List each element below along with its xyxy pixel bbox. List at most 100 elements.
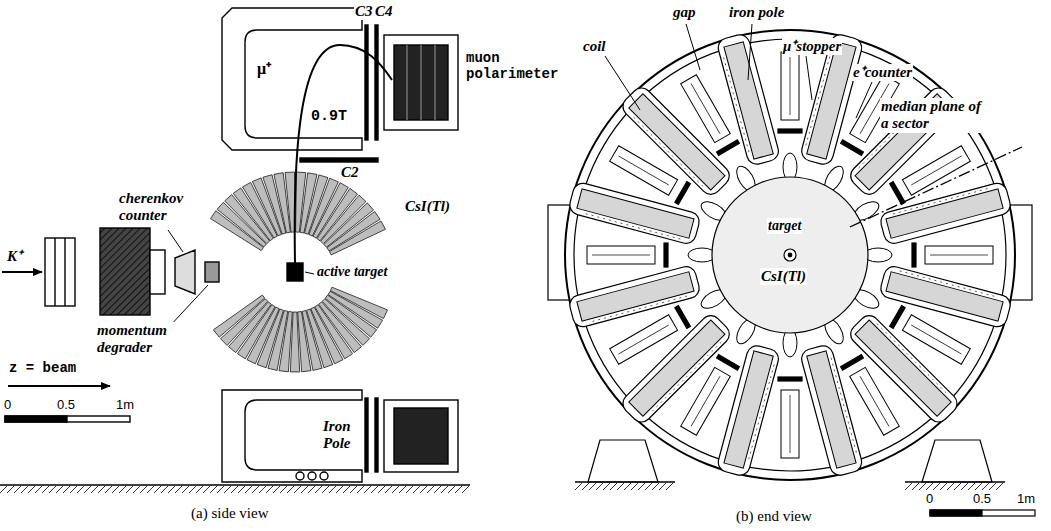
- hatch-stroke: [954, 483, 961, 490]
- part-label: gap: [672, 4, 697, 21]
- hatch-stroke: [336, 486, 343, 493]
- hatch-stroke: [161, 486, 168, 493]
- part-label: CsI(Tl): [760, 268, 807, 285]
- hatch-stroke: [427, 486, 434, 493]
- momentum-degrader: [205, 262, 219, 282]
- wheel: [308, 472, 316, 480]
- ground-hatch: [575, 483, 1003, 490]
- hatch-stroke: [603, 483, 610, 490]
- part-label: target: [767, 218, 802, 234]
- lower-chamber: [375, 398, 378, 472]
- iron-pole: [724, 42, 773, 159]
- hatch-stroke: [989, 483, 996, 490]
- leader-line: [686, 24, 700, 70]
- view-caption: (a) side view: [190, 505, 269, 522]
- coil-winding: [900, 271, 997, 297]
- hatch-stroke: [441, 486, 448, 493]
- scale-label: 1m: [1016, 492, 1036, 507]
- hatch-stroke: [315, 486, 322, 493]
- muon-stopper: [681, 367, 731, 435]
- hatch-stroke: [645, 483, 652, 490]
- hatch-stroke: [63, 486, 70, 493]
- stopper-line: [592, 255, 650, 256]
- muon-stopper: [781, 52, 799, 120]
- scale-bar-fill: [5, 416, 67, 422]
- coil: [568, 264, 702, 329]
- coil: [879, 264, 1013, 329]
- chamber-c3: [365, 25, 368, 140]
- hatch-stroke: [582, 483, 589, 490]
- coil-winding: [723, 56, 749, 153]
- hatch-stroke: [905, 483, 912, 490]
- hatch-stroke: [982, 483, 989, 490]
- hatch-stroke: [420, 486, 427, 493]
- hatch-stroke: [42, 486, 49, 493]
- hatch-stroke: [154, 486, 161, 493]
- field-label: 0.9T: [310, 108, 348, 125]
- hatch-stroke: [196, 486, 203, 493]
- target: [784, 249, 796, 261]
- polarimeter-stripe: [420, 45, 421, 120]
- lower-polarimeter: [384, 400, 458, 472]
- iron-pole: [577, 272, 694, 321]
- coil-winding: [893, 188, 990, 214]
- side-view: [0, 8, 470, 493]
- beam-axis-arrow: [8, 385, 110, 387]
- part-label: active target: [316, 264, 388, 280]
- support-foot: [922, 440, 992, 482]
- coil-winding: [584, 213, 681, 239]
- stopper-line: [691, 376, 720, 426]
- leader-line: [305, 272, 314, 274]
- hatch-stroke: [933, 483, 940, 490]
- hatch-stroke: [399, 486, 406, 493]
- hatch-stroke: [448, 486, 455, 493]
- hatch-stroke: [175, 486, 182, 493]
- hatch-stroke: [35, 486, 42, 493]
- muon-stopper: [681, 75, 731, 143]
- iron-sector: [879, 181, 1013, 246]
- ground-hatch: [0, 486, 469, 493]
- part-label: μ⁺stopper: [782, 38, 842, 55]
- end-view: [548, 24, 1035, 516]
- hatch-stroke: [252, 486, 259, 493]
- gap-sector: [817, 73, 902, 197]
- outer-ring: [565, 30, 1015, 480]
- positron-counter: [841, 355, 864, 370]
- stopper-line: [790, 57, 791, 115]
- positron-counter: [841, 140, 864, 155]
- beam-arrow: [2, 271, 42, 273]
- hatch-stroke: [617, 483, 624, 490]
- positron-counter: [717, 355, 740, 370]
- iron-sector: [568, 181, 702, 246]
- hatch-stroke: [610, 483, 617, 490]
- hatch-stroke: [378, 486, 385, 493]
- gap-sector: [678, 73, 763, 197]
- hatch-stroke: [652, 483, 659, 490]
- chamber-c2: [300, 158, 378, 162]
- hatch-stroke: [140, 486, 147, 493]
- scale-label: 0: [3, 398, 12, 413]
- beam-element-line: [64, 238, 65, 306]
- hatch-stroke: [224, 486, 231, 493]
- toroid-sectors: [568, 33, 1013, 478]
- leader-line: [748, 24, 752, 80]
- cherenkov-counter: [175, 250, 195, 294]
- hatch-stroke: [56, 486, 63, 493]
- coil: [568, 181, 702, 246]
- hatch-stroke: [912, 483, 919, 490]
- lower-chamber: [365, 398, 368, 472]
- hatch-stroke: [266, 486, 273, 493]
- coil-winding: [831, 358, 857, 455]
- hatch-stroke: [638, 483, 645, 490]
- coil: [716, 344, 781, 478]
- hatch-stroke: [624, 483, 631, 490]
- hatch-stroke: [343, 486, 350, 493]
- support-foot: [588, 440, 658, 482]
- part-label: iron pole: [728, 4, 785, 21]
- view-caption: (b) end view: [735, 508, 813, 525]
- muon-stopper: [610, 315, 678, 365]
- positron-counter: [890, 306, 905, 329]
- scale-label: 1m: [115, 398, 135, 413]
- hatch-stroke: [919, 483, 926, 490]
- iron-pole: [724, 351, 773, 468]
